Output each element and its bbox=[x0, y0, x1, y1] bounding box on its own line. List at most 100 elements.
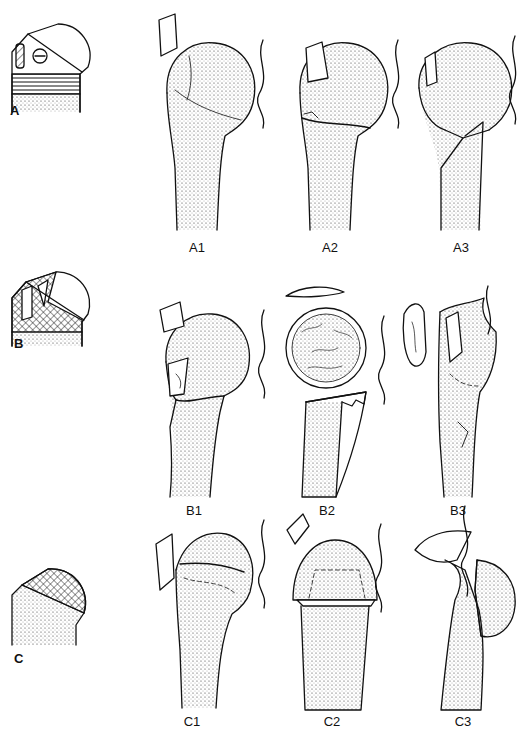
drawing-part bbox=[12, 569, 86, 645]
drawing-part bbox=[297, 600, 375, 606]
drawing-part bbox=[156, 534, 174, 590]
drawing-part bbox=[304, 112, 318, 118]
drawing-part bbox=[412, 322, 416, 352]
figure-label: C3 bbox=[455, 715, 472, 728]
drawing-part bbox=[187, 56, 191, 100]
fracture-b3 bbox=[403, 286, 496, 497]
drawing-part bbox=[509, 36, 515, 124]
drawing-part bbox=[12, 94, 80, 112]
drawing-part bbox=[439, 298, 496, 497]
drawing-part bbox=[160, 302, 184, 332]
schematic-b bbox=[12, 272, 90, 346]
figure-label: C1 bbox=[184, 715, 201, 728]
drawing-part bbox=[293, 540, 377, 600]
drawing-part bbox=[22, 286, 32, 320]
drawing-part bbox=[22, 585, 84, 613]
drawing-part bbox=[378, 316, 384, 404]
drawing-part bbox=[419, 88, 445, 130]
schematic-a bbox=[12, 24, 90, 112]
drawing-part bbox=[286, 287, 344, 297]
drawing-part bbox=[159, 14, 177, 56]
fracture-a2 bbox=[300, 40, 399, 230]
figure-label: B3 bbox=[450, 504, 466, 517]
figure-label: C bbox=[14, 652, 23, 665]
drawing-part bbox=[184, 578, 236, 594]
drawing-part bbox=[258, 310, 264, 398]
drawing-part bbox=[16, 44, 24, 68]
fracture-c2 bbox=[287, 514, 382, 710]
drawing-part bbox=[419, 43, 512, 230]
fracture-b2 bbox=[286, 287, 385, 497]
drawing-part bbox=[176, 570, 182, 708]
drawing-part bbox=[176, 374, 181, 388]
drawing-part bbox=[302, 324, 352, 368]
fracture-a1 bbox=[159, 14, 264, 230]
drawing-part bbox=[450, 374, 478, 386]
drawing-part bbox=[286, 308, 366, 388]
drawing-part bbox=[180, 563, 244, 572]
drawing-part bbox=[309, 570, 365, 598]
fracture-a3 bbox=[419, 36, 516, 230]
drawing-part bbox=[475, 560, 481, 636]
figure-label: A1 bbox=[189, 241, 205, 254]
drawing-part bbox=[306, 42, 328, 82]
drawing-part bbox=[176, 396, 224, 401]
figure-label: A bbox=[10, 104, 19, 117]
drawing-part bbox=[167, 43, 255, 230]
drawing-part bbox=[167, 93, 177, 230]
figure-label: B bbox=[14, 337, 23, 350]
drawing-part bbox=[461, 506, 467, 596]
drawing-part bbox=[167, 43, 255, 230]
drawing-part bbox=[26, 282, 84, 320]
drawing-part bbox=[35, 55, 45, 56]
drawing-part bbox=[175, 90, 241, 120]
fracture-c3 bbox=[415, 506, 515, 710]
drawing-part bbox=[475, 560, 515, 637]
drawing-part bbox=[458, 422, 468, 447]
drawing-part bbox=[441, 122, 483, 230]
drawing-part bbox=[166, 314, 249, 497]
figure-label: A2 bbox=[322, 241, 338, 254]
drawing-part bbox=[33, 49, 47, 63]
drawing-part bbox=[415, 531, 471, 562]
drawing-part bbox=[292, 314, 360, 382]
drawing-part bbox=[425, 52, 437, 86]
drawing-part bbox=[419, 43, 512, 130]
fracture-c1 bbox=[156, 520, 265, 708]
drawing-part bbox=[302, 118, 370, 128]
drawing-part bbox=[257, 40, 263, 128]
drawing-part bbox=[258, 520, 264, 608]
drawing-part bbox=[375, 524, 381, 612]
drawing-part bbox=[287, 514, 309, 544]
drawing-part bbox=[12, 585, 84, 645]
drawing-part bbox=[176, 533, 253, 708]
drawing-part bbox=[176, 533, 253, 708]
drawing-part bbox=[301, 606, 369, 710]
drawing-part bbox=[306, 392, 366, 497]
figure-label: C2 bbox=[324, 715, 341, 728]
drawing-part bbox=[12, 94, 80, 112]
drawing-part bbox=[302, 402, 342, 497]
drawing-part bbox=[300, 43, 388, 230]
drawing-part bbox=[392, 40, 398, 128]
drawing-part bbox=[12, 272, 90, 346]
figure-label: B1 bbox=[186, 504, 202, 517]
drawing-part bbox=[28, 34, 82, 72]
figure-label: B2 bbox=[319, 504, 335, 517]
drawing-part bbox=[486, 286, 490, 334]
drawing-part bbox=[12, 272, 82, 332]
drawing-part bbox=[440, 298, 496, 497]
drawing-part bbox=[170, 396, 224, 497]
drawing-part bbox=[12, 74, 80, 94]
drawing-part bbox=[168, 358, 188, 396]
figure-label: A3 bbox=[453, 241, 469, 254]
drawing-part bbox=[446, 312, 462, 362]
fracture-b1 bbox=[160, 302, 265, 497]
drawing-part bbox=[300, 43, 388, 230]
drawing-part bbox=[403, 304, 426, 366]
drawing-part bbox=[439, 312, 445, 497]
drawing-part bbox=[12, 24, 90, 112]
schematic-c bbox=[12, 569, 86, 645]
